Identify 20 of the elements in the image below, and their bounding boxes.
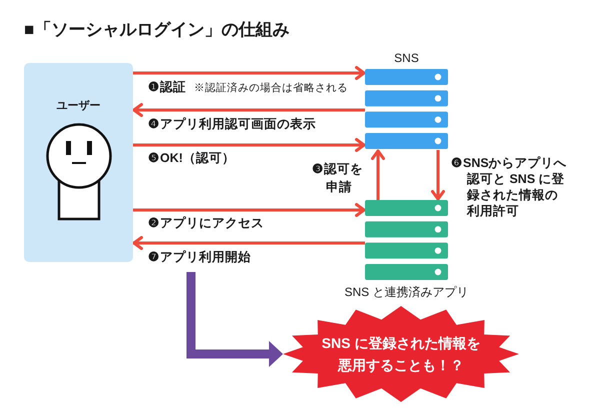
arrow bbox=[133, 138, 366, 152]
user-panel bbox=[24, 63, 133, 262]
warning-text: SNS に登録された情報を悪用することも！？ bbox=[320, 334, 482, 375]
arrow bbox=[371, 150, 385, 200]
arrow bbox=[186, 272, 283, 367]
node-label: SNS bbox=[394, 51, 419, 65]
edge-label: ❻SNSからアプリへ認可と SNS に登録された情報の利用許可 bbox=[451, 155, 567, 219]
node-label: ユーザー bbox=[56, 99, 100, 113]
edge-label: ❷アプリにアクセス bbox=[148, 215, 264, 231]
edge-label: ❼アプリ利用開始 bbox=[148, 249, 251, 265]
arrow bbox=[431, 150, 445, 200]
edge-label: ❶認証 bbox=[148, 79, 186, 95]
arrow bbox=[132, 103, 365, 117]
arrow bbox=[133, 66, 366, 80]
arrow bbox=[133, 203, 366, 217]
edge-label: ❹アプリ利用認可画面の表示 bbox=[148, 116, 316, 132]
note-text: ※認証済みの場合は省略される bbox=[194, 82, 348, 95]
node-label: SNS と連携済みアプリ bbox=[344, 285, 468, 299]
arrow bbox=[132, 236, 365, 250]
title: ■「ソーシャルログイン」の仕組み bbox=[24, 19, 290, 41]
